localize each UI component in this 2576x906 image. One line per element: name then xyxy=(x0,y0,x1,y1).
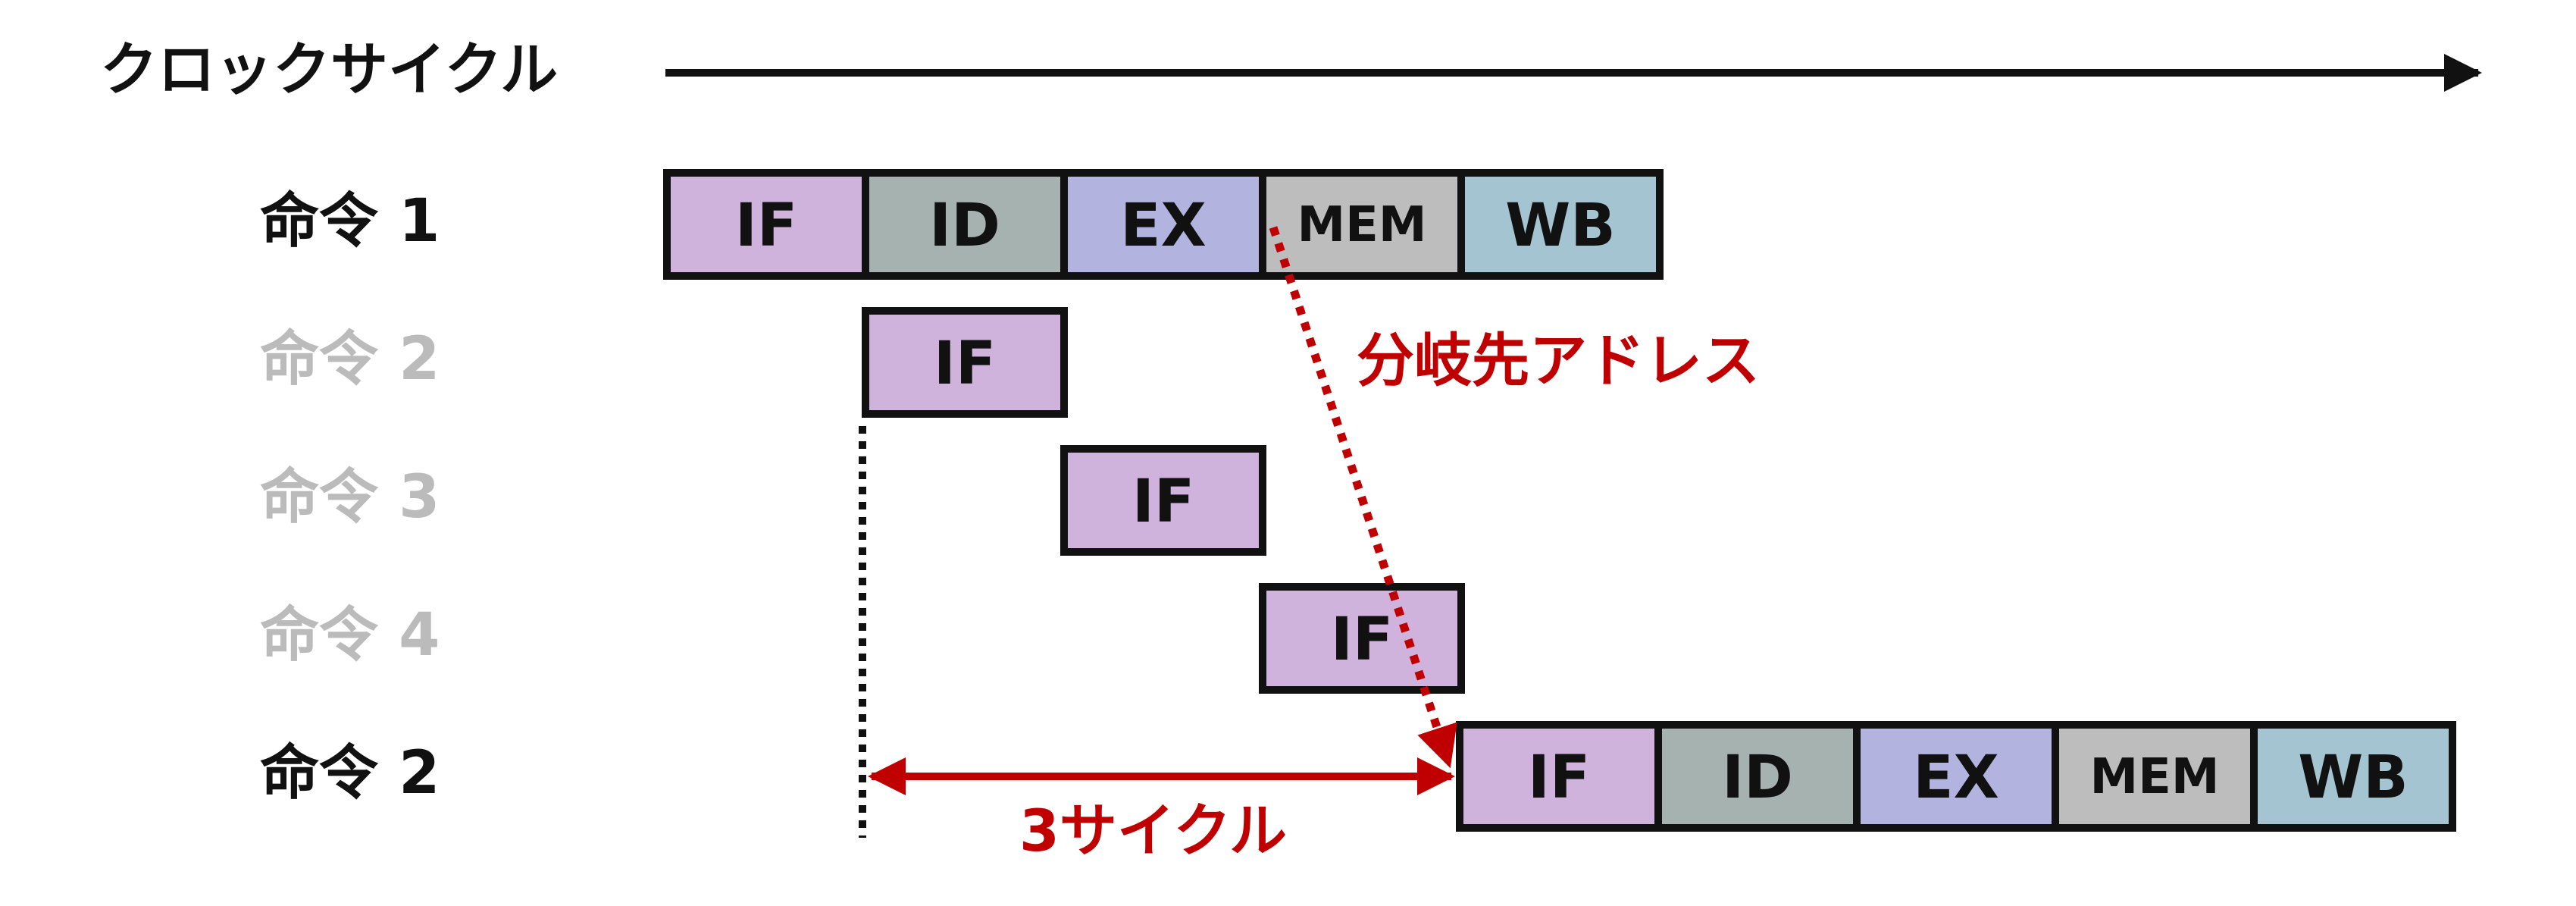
stage-box-if xyxy=(862,307,1068,418)
stage-label-if: IF xyxy=(735,192,797,260)
stage-box-ex xyxy=(1060,169,1266,280)
stage-label-wb: WB xyxy=(1505,192,1616,260)
stage-label-id: ID xyxy=(1722,744,1793,812)
stage-label-if: IF xyxy=(934,330,996,398)
row-label-3: 命令 3 xyxy=(260,463,440,531)
stage-label-mem: MEM xyxy=(2089,749,2219,805)
stage-label-if: IF xyxy=(1331,606,1393,674)
branch-target-arrow xyxy=(1269,226,1457,769)
row-label-4: 命令 4 xyxy=(260,601,440,669)
row-label-2: 命令 2 xyxy=(260,325,440,393)
row-label-1: 命令 1 xyxy=(260,187,440,255)
clock-cycle-label: クロックサイクル xyxy=(100,36,558,103)
stage-label-if: IF xyxy=(1132,468,1194,536)
pipeline-stages: IF ID EX MEM WB IF IF IF IF ID EX MEM WB xyxy=(663,169,2456,832)
stage-label-if: IF xyxy=(1528,744,1590,812)
branch-target-label: 分岐先アドレス xyxy=(1357,327,1760,394)
stage-label-ex: EX xyxy=(1913,744,1999,812)
stage-box-if xyxy=(1060,445,1266,556)
stage-label-ex: EX xyxy=(1120,192,1206,260)
stage-label-mem: MEM xyxy=(1297,197,1426,253)
stage-box-ex xyxy=(1853,721,2059,832)
stage-label-wb: WB xyxy=(2298,744,2409,812)
cycle-span-label: 3サイクル xyxy=(1019,797,1287,864)
stage-box-if xyxy=(1259,583,1465,694)
stage-label-id: ID xyxy=(929,192,1000,260)
stage-box-wb xyxy=(1457,169,1664,280)
stage-box-wb xyxy=(2250,721,2456,832)
row-label-5: 命令 2 xyxy=(260,739,440,807)
